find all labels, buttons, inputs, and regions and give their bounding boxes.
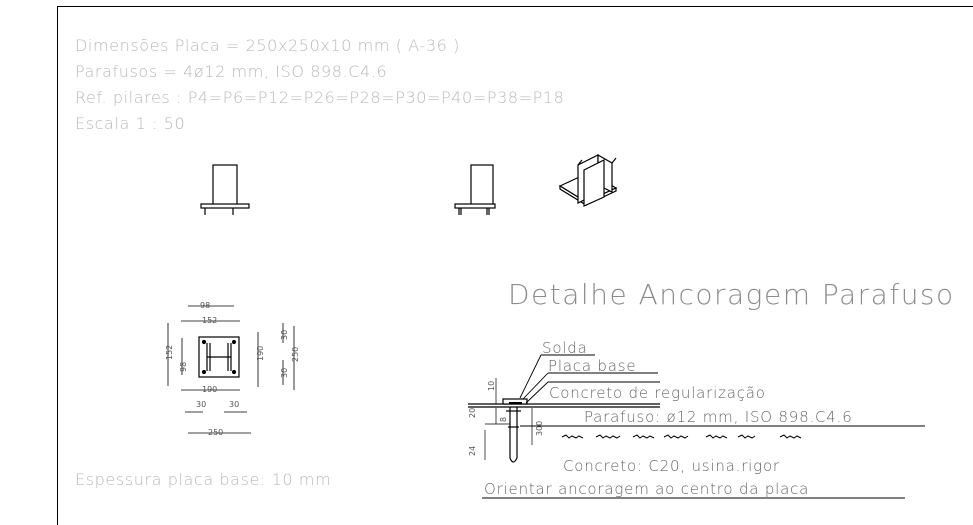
label-concreto: Concreto: C20, usina.rigor bbox=[563, 457, 780, 475]
label-orientar: Orientar ancoragem ao centro da placa bbox=[484, 480, 810, 498]
dim-98-left: 98 bbox=[179, 361, 188, 372]
dim-30-right-top: 30 bbox=[280, 329, 289, 340]
label-concreto-regularizacao: Concreto de regularização bbox=[549, 384, 766, 402]
column-elevation-side bbox=[454, 164, 496, 215]
dim-30-right-bottom: 30 bbox=[280, 367, 289, 378]
label-solda: Solda bbox=[542, 339, 588, 357]
detail-title: Detalhe Ancoragem Parafuso bbox=[508, 278, 955, 311]
note-scale: Escala 1 : 50 bbox=[75, 114, 186, 133]
dim-8: 8 bbox=[499, 416, 508, 422]
anchor-detail bbox=[468, 354, 925, 499]
note-thickness: Espessura placa base: 10 mm bbox=[75, 470, 332, 489]
drawing-frame bbox=[57, 6, 973, 525]
dim-300: 300 bbox=[535, 420, 544, 436]
dim-98-top: 98 bbox=[200, 301, 211, 310]
dim-190-right: 190 bbox=[256, 345, 265, 361]
plan-dimension-lines bbox=[167, 305, 295, 434]
dim-190-bottom: 190 bbox=[202, 385, 218, 394]
dim-20: 20 bbox=[468, 407, 477, 418]
note-pillars: Ref. pilares : P4=P6=P12=P26=P28=P30=P40… bbox=[75, 88, 565, 107]
base-plate-plan bbox=[198, 336, 240, 378]
dim-30-bottom-right: 30 bbox=[229, 400, 240, 409]
dim-250-bottom: 250 bbox=[208, 428, 224, 437]
dim-250-right: 250 bbox=[291, 346, 300, 362]
dim-152-left: 152 bbox=[165, 344, 174, 360]
concrete-hatch bbox=[561, 434, 802, 439]
note-bolts: Parafusos = 4ø12 mm, ISO 898.C4.6 bbox=[75, 62, 388, 81]
note-dimensions: Dimensões Placa = 250x250x10 mm ( A-36 ) bbox=[75, 36, 460, 55]
label-placa-base: Placa base bbox=[548, 357, 637, 375]
dim-30-bottom-left: 30 bbox=[196, 400, 207, 409]
column-elevation-front bbox=[200, 164, 250, 215]
label-parafuso: Parafuso: ø12 mm, ISO 898.C4.6 bbox=[584, 408, 853, 426]
dim-152-top: 152 bbox=[202, 316, 218, 325]
column-isometric bbox=[558, 153, 618, 207]
dim-24: 24 bbox=[468, 445, 477, 456]
dim-10: 10 bbox=[487, 380, 496, 391]
